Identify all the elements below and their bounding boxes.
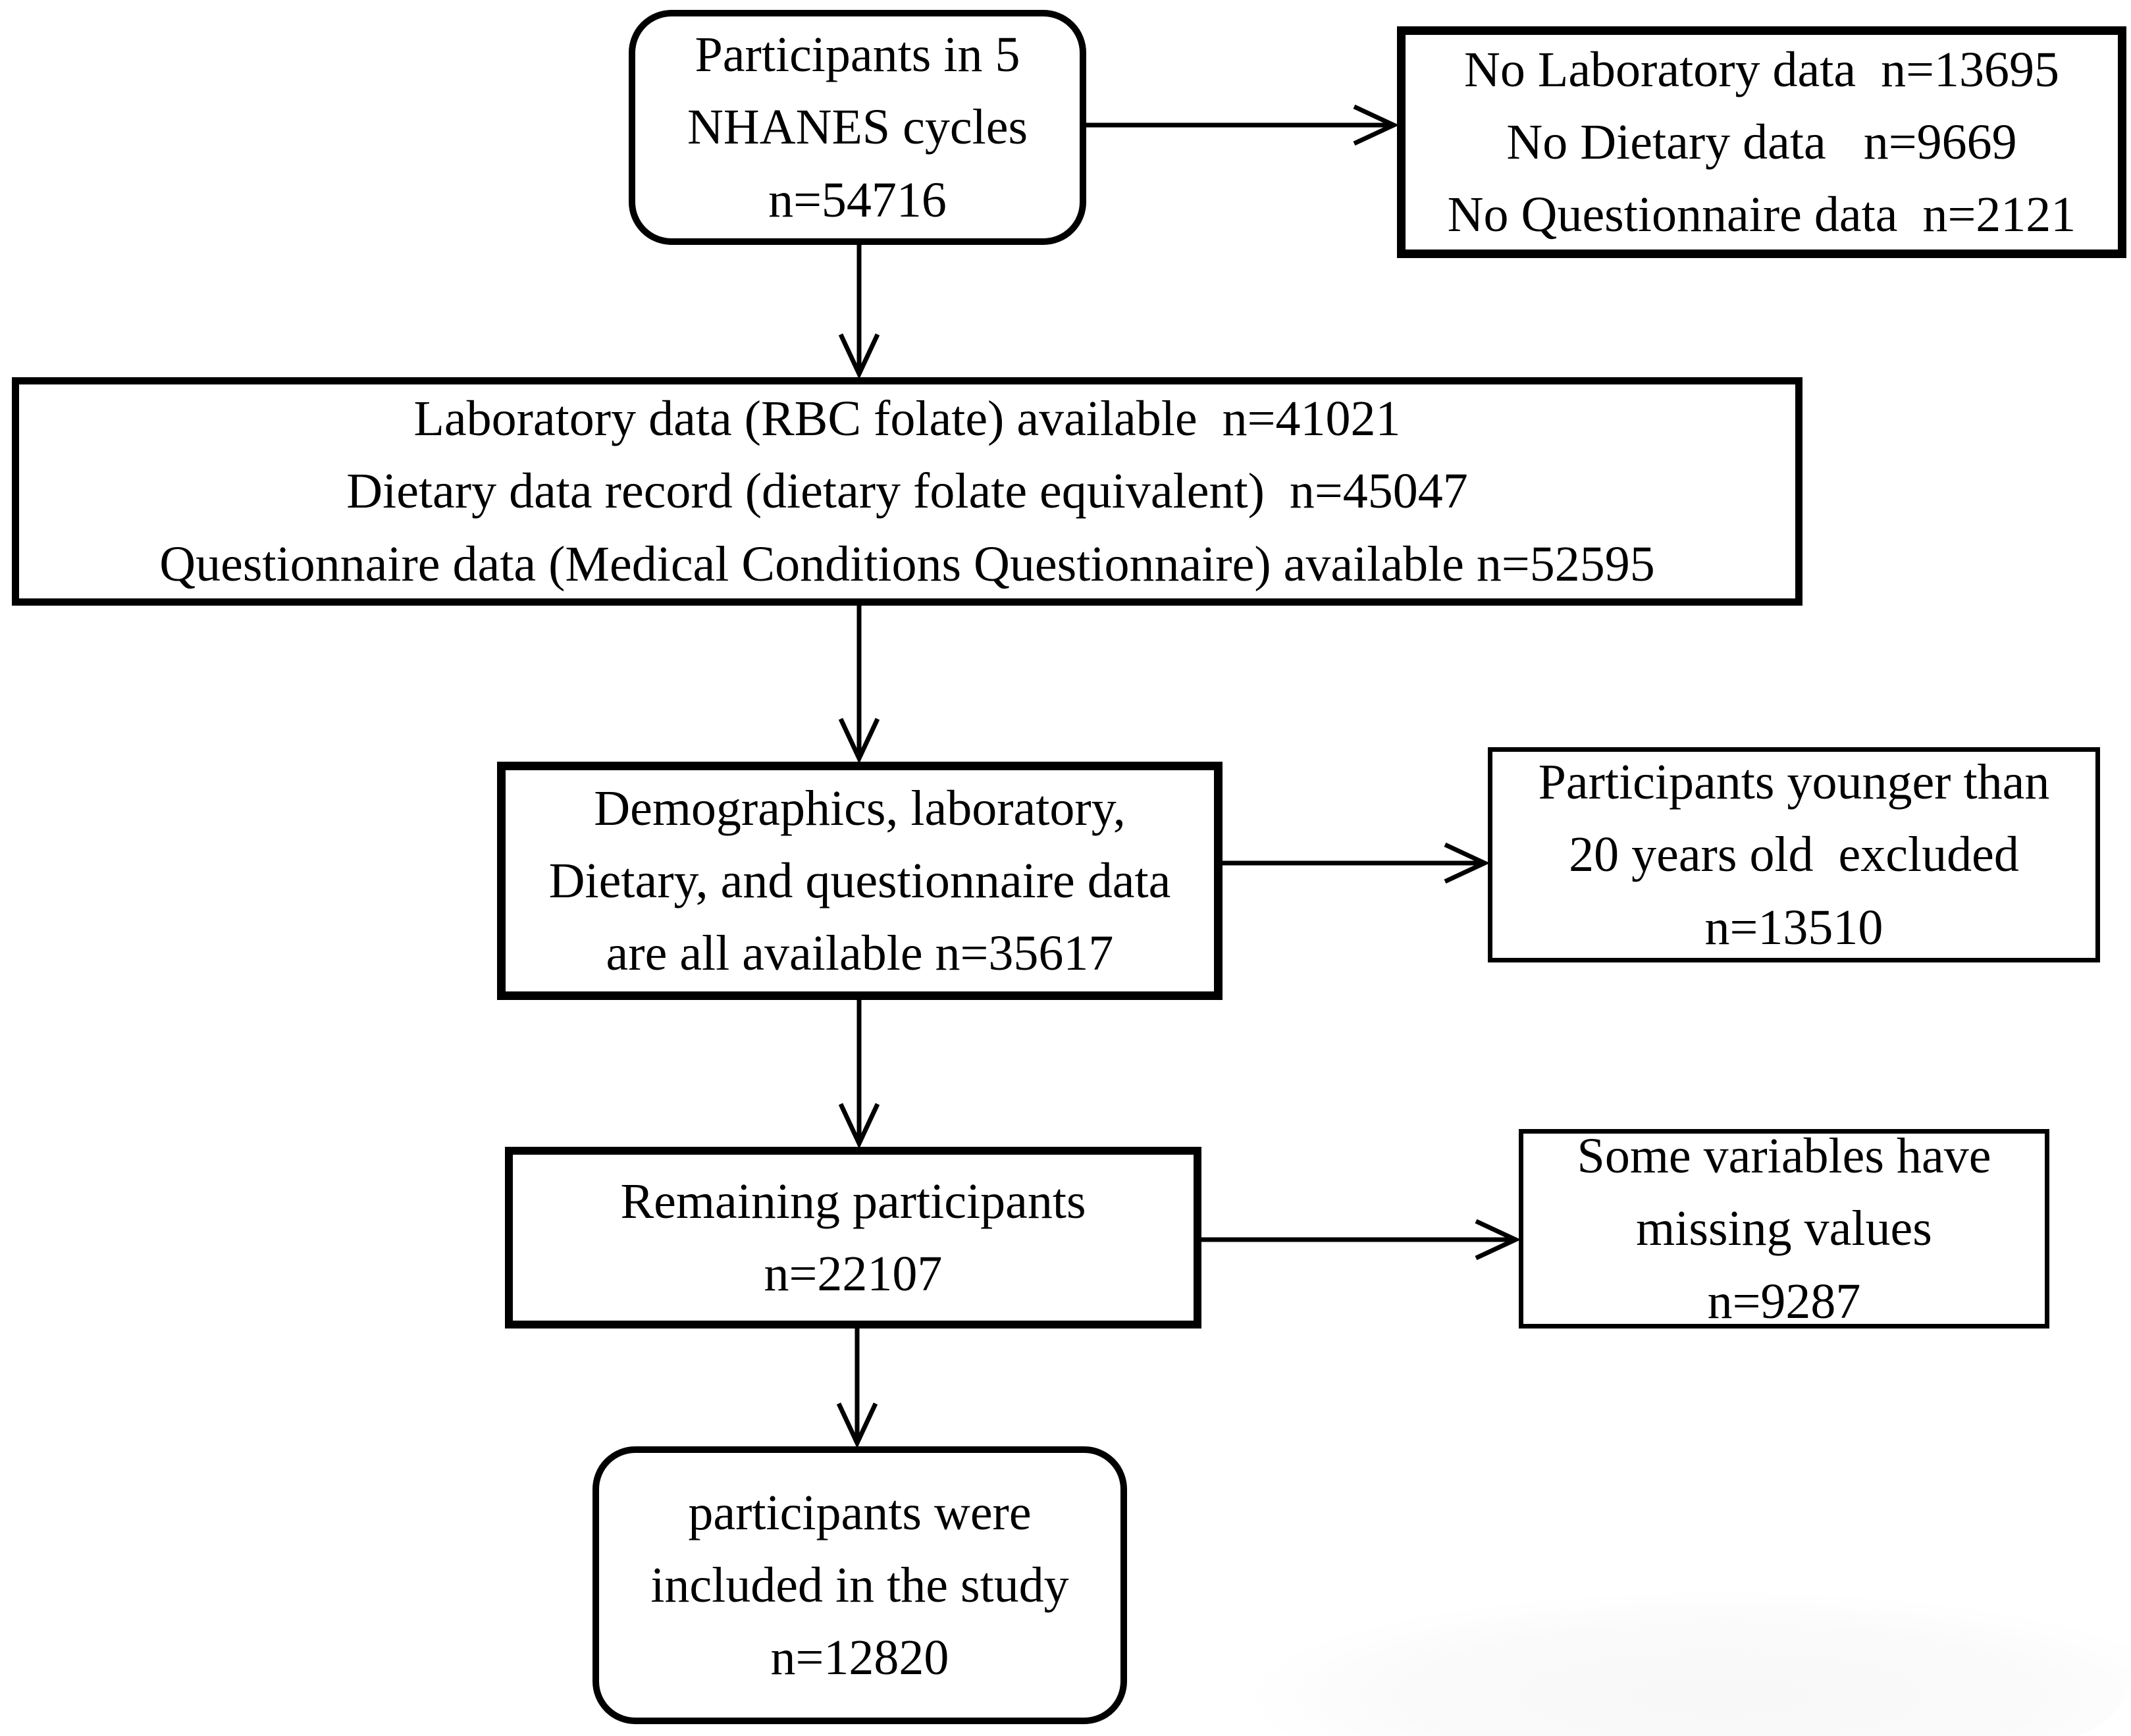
box-data-available-text: Laboratory data (RBC folate) available n…: [159, 391, 1655, 592]
box-all-data-available: Demographics, laboratory, Dietary, and q…: [497, 762, 1223, 1000]
box-missing-values-text: Some variables have missing values n=928…: [1577, 1128, 1991, 1329]
box-nhanes-cohort: Participants in 5 NHANES cycles n=54716: [629, 10, 1086, 245]
arrow-remaining-to-included-icon: [836, 1328, 878, 1449]
box-included-participants: participants were included in the study …: [592, 1446, 1127, 1724]
arrow-cohort-to-no-data-icon: [1086, 104, 1400, 146]
box-age-excluded: Participants younger than 20 years old e…: [1488, 747, 2100, 962]
box-age-excluded-text: Participants younger than 20 years old e…: [1538, 754, 2050, 955]
box-remaining-participants: Remaining participants n=22107: [505, 1147, 1201, 1328]
box-nhanes-cohort-text: Participants in 5 NHANES cycles n=54716: [687, 27, 1028, 228]
box-no-data-excluded-text: No Laboratory data n=13695 No Dietary da…: [1447, 41, 2076, 243]
box-all-data-available-text: Demographics, laboratory, Dietary, and q…: [548, 780, 1171, 982]
arrow-alldata-to-age-excluded-icon: [1223, 842, 1490, 884]
arrow-available-to-alldata-icon: [838, 604, 880, 764]
box-data-available: Laboratory data (RBC folate) available n…: [12, 377, 1802, 606]
box-remaining-participants-text: Remaining participants n=22107: [620, 1173, 1086, 1302]
box-no-data-excluded: No Laboratory data n=13695 No Dietary da…: [1397, 26, 2126, 258]
watermark-blob: [1218, 1590, 2131, 1736]
box-missing-values: Some variables have missing values n=928…: [1519, 1128, 2049, 1329]
arrow-alldata-to-remaining-icon: [838, 999, 880, 1149]
box-included-participants-text: participants were included in the study …: [650, 1485, 1069, 1686]
arrow-cohort-to-available-icon: [838, 245, 880, 380]
arrow-remaining-to-missing-icon: [1201, 1219, 1521, 1261]
